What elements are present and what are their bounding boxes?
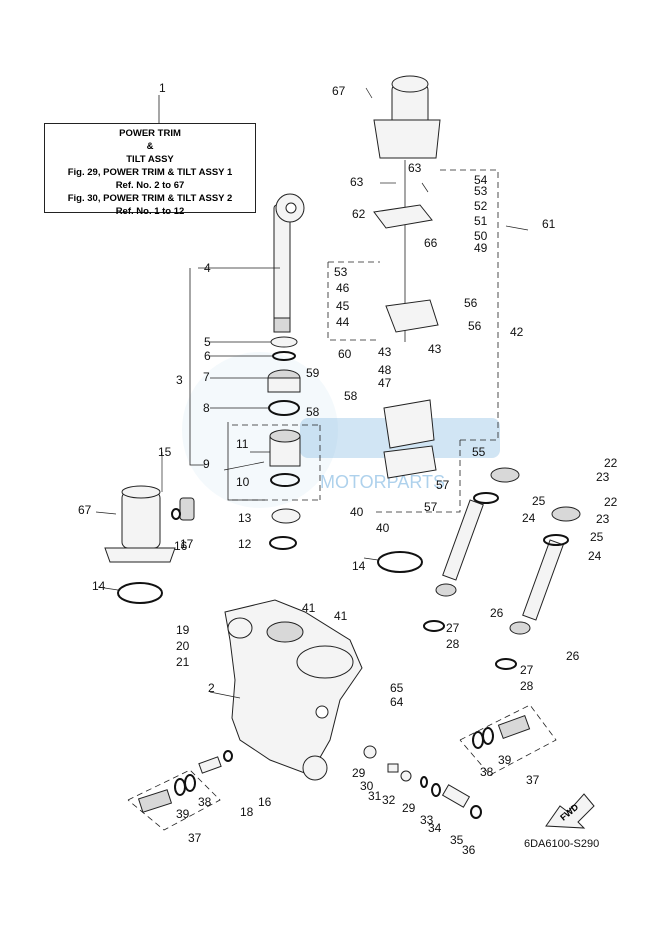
- fwd-arrow: FWD: [545, 793, 595, 829]
- trim-cylinder-right: [495, 506, 581, 670]
- watermark: MOTORPARTS: [182, 352, 500, 508]
- title-heading: POWER TRIM: [119, 128, 181, 139]
- title-fig29: Fig. 29, POWER TRIM & TILT ASSY 1: [67, 167, 233, 178]
- title-subheading: TILT ASSY: [126, 154, 174, 165]
- cylinder-body: [224, 599, 363, 781]
- title-fig30: Fig. 30, POWER TRIM & TILT ASSY 2: [67, 193, 233, 204]
- title-box: POWER TRIM & TILT ASSY Fig. 29, POWER TR…: [44, 123, 256, 217]
- pump-motor: [373, 75, 441, 159]
- trim-cylinder-left: [423, 467, 520, 632]
- piston: [250, 429, 301, 467]
- title-ref30: Ref. No. 1 to 12: [115, 206, 185, 217]
- diagram-code: 6DA6100-S290: [524, 838, 600, 850]
- watermark-text: MOTORPARTS: [320, 472, 445, 492]
- title-ref29: Ref. No. 2 to 67: [115, 180, 185, 191]
- tilt-motor-15: [104, 485, 176, 563]
- fittings-bottom: [137, 714, 531, 819]
- tilt-rod: [273, 193, 305, 333]
- title-amp: &: [146, 141, 154, 152]
